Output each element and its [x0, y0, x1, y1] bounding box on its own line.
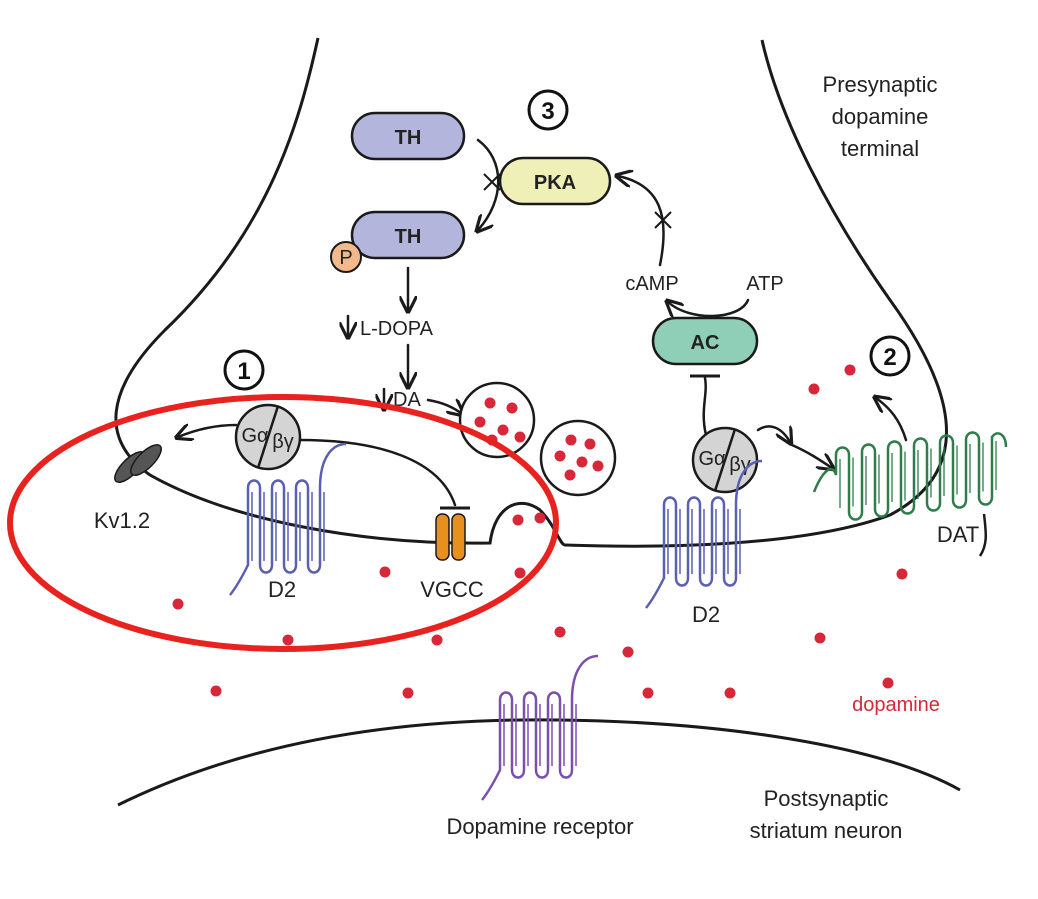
svg-text:βγ: βγ: [729, 454, 751, 476]
phosphate-badge: P: [330, 241, 362, 273]
vesicle-dopamine-dot: [474, 416, 486, 428]
dopamine-label: dopamine: [852, 694, 940, 716]
th-enzyme-phosphorylated: TH: [350, 210, 466, 260]
step-3-badge: 3: [527, 89, 569, 131]
dopamine-dot: [514, 567, 526, 579]
vesicle-dopamine-dot: [497, 424, 509, 436]
svg-text:2: 2: [883, 344, 896, 371]
d2-left-label: D2: [268, 577, 296, 602]
dopamine-dot: [402, 687, 414, 699]
d2-right-helices: [645, 459, 763, 609]
svg-text:TH: TH: [395, 226, 422, 248]
step-2-badge: 2: [869, 335, 911, 377]
camp-label: cAMP: [625, 273, 678, 295]
svg-text:Postsynaptic: Postsynaptic: [764, 786, 889, 811]
pka-activity-asterisk-left: [483, 173, 501, 191]
svg-text:AC: AC: [691, 332, 720, 354]
atp-label: ATP: [746, 273, 783, 295]
ldopa-decrease: L-DOPA: [348, 314, 434, 340]
svg-text:Gα: Gα: [698, 448, 725, 470]
g-protein-to-dat-arrow-1: [756, 425, 790, 442]
presynaptic-label: Presynaptic dopamine terminal: [823, 72, 938, 161]
vesicle-lower: [539, 419, 617, 497]
vgcc-channel: [435, 513, 466, 561]
svg-text:PKA: PKA: [534, 172, 576, 194]
dopamine-dot: [808, 383, 820, 395]
d2-right-label: D2: [692, 602, 720, 627]
vesicle-dopamine-dot: [565, 434, 577, 446]
dat-label: DAT: [937, 522, 979, 547]
svg-text:1: 1: [237, 358, 250, 385]
adenylyl-cyclase: AC: [651, 316, 759, 366]
postsynaptic-receptor-helices: [481, 654, 599, 801]
dopamine-receptor-label: Dopamine receptor: [446, 814, 633, 839]
g-protein-to-dat-arrow-2: [790, 443, 832, 468]
svg-text:dopamine: dopamine: [832, 104, 929, 129]
d2-receptor-right: [645, 459, 763, 609]
dopamine-dot: [554, 626, 566, 638]
dat-tail: [978, 513, 987, 557]
svg-text:DA: DA: [393, 389, 421, 411]
g-protein-inhibits-vgcc: [298, 438, 457, 507]
svg-text:Presynaptic: Presynaptic: [823, 72, 938, 97]
docked-vesicle-dopamine-dot: [512, 514, 524, 526]
synaptic-dopamine-dots: [172, 364, 908, 699]
g-protein-right: Gα βγ: [691, 426, 759, 494]
svg-text:βγ: βγ: [272, 431, 294, 453]
dat-reuptake-arrow: [876, 398, 908, 442]
camp-to-pka-arrow: [618, 176, 665, 267]
g-protein-left: Gα βγ: [234, 403, 302, 471]
dopamine-dot: [896, 568, 908, 580]
vesicle-dopamine-dot: [564, 469, 576, 481]
dopamine-dot: [814, 632, 826, 644]
vgcc-label: VGCC: [420, 577, 484, 602]
svg-text:TH: TH: [395, 127, 422, 149]
dopamine-dot: [642, 687, 654, 699]
dopamine-dot: [379, 566, 391, 578]
pka-enzyme: PKA: [498, 156, 612, 206]
svg-text:P: P: [339, 247, 352, 269]
dopamine-dot: [431, 634, 443, 646]
d2-receptor-left: [229, 442, 347, 596]
highlight-ellipse: [7, 394, 559, 652]
dopamine-transporter: [812, 431, 1008, 557]
dopamine-dot: [844, 364, 856, 376]
svg-text:striatum neuron: striatum neuron: [750, 818, 903, 843]
dopamine-dot: [622, 646, 634, 658]
vesicle-dopamine-dot: [592, 460, 604, 472]
vesicle-dopamine-dot: [506, 402, 518, 414]
pka-activity-asterisk-right: [654, 211, 672, 229]
g-protein-to-kv-arrow: [178, 425, 238, 437]
docked-vesicle-dopamine-dot: [534, 512, 546, 524]
step-1-badge: 1: [223, 349, 265, 391]
vesicle-dopamine-dot: [514, 431, 526, 443]
g-protein-inhibits-ac: [702, 376, 708, 437]
postsynaptic-dopamine-receptor: [481, 654, 599, 801]
dopamine-dot: [724, 687, 736, 699]
vesicle-dopamine-dot: [484, 397, 496, 409]
dopamine-dot: [882, 677, 894, 689]
svg-text:3: 3: [541, 98, 554, 125]
atp-to-camp-arrow: [668, 300, 750, 316]
svg-text:L-DOPA: L-DOPA: [360, 318, 434, 340]
dopamine-dot: [210, 685, 222, 697]
postsynaptic-label: Postsynaptic striatum neuron: [750, 786, 903, 843]
dopamine-dot: [172, 598, 184, 610]
presynaptic-membrane: [114, 37, 948, 548]
svg-text:terminal: terminal: [841, 136, 919, 161]
th-enzyme-top: TH: [350, 111, 466, 161]
vesicle-dopamine-dot: [576, 456, 588, 468]
dat-loops: [812, 431, 1008, 521]
kv1-2-channel: [114, 444, 162, 483]
th-phosphorylation-arrow: [478, 138, 500, 230]
vesicle-dopamine-dot: [584, 438, 596, 450]
svg-text:Gα: Gα: [241, 425, 268, 447]
dopamine-dot: [282, 634, 294, 646]
d2-left-helices: [229, 442, 347, 596]
da-to-vesicle-arrow: [426, 400, 462, 414]
kv1-2-label: Kv1.2: [94, 508, 150, 533]
vesicle-dopamine-dot: [554, 450, 566, 462]
